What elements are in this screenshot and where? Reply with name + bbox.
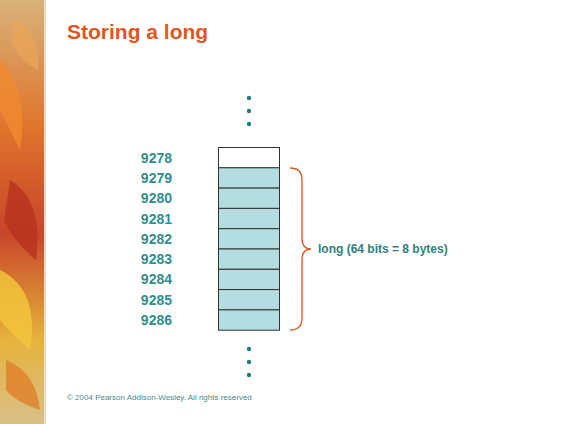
address-label: 9280 (141, 190, 172, 206)
leaf-strip (0, 0, 46, 424)
address-label: 9283 (141, 251, 172, 267)
address-label: 9282 (141, 231, 172, 247)
memory-cells (219, 148, 280, 331)
address-label: 9285 (141, 292, 172, 308)
size-label: long (64 bits = 8 bytes) (318, 242, 448, 256)
slide-title: Storing a long (67, 20, 208, 44)
address-label: 9278 (141, 150, 172, 166)
brace (290, 168, 311, 330)
address-label: 9279 (141, 170, 172, 186)
copyright-note: © 2004 Pearson Addison-Wesley. All right… (67, 393, 252, 402)
address-label: 9286 (141, 312, 172, 328)
address-label: 9281 (141, 211, 172, 227)
address-label: 9284 (141, 271, 172, 287)
